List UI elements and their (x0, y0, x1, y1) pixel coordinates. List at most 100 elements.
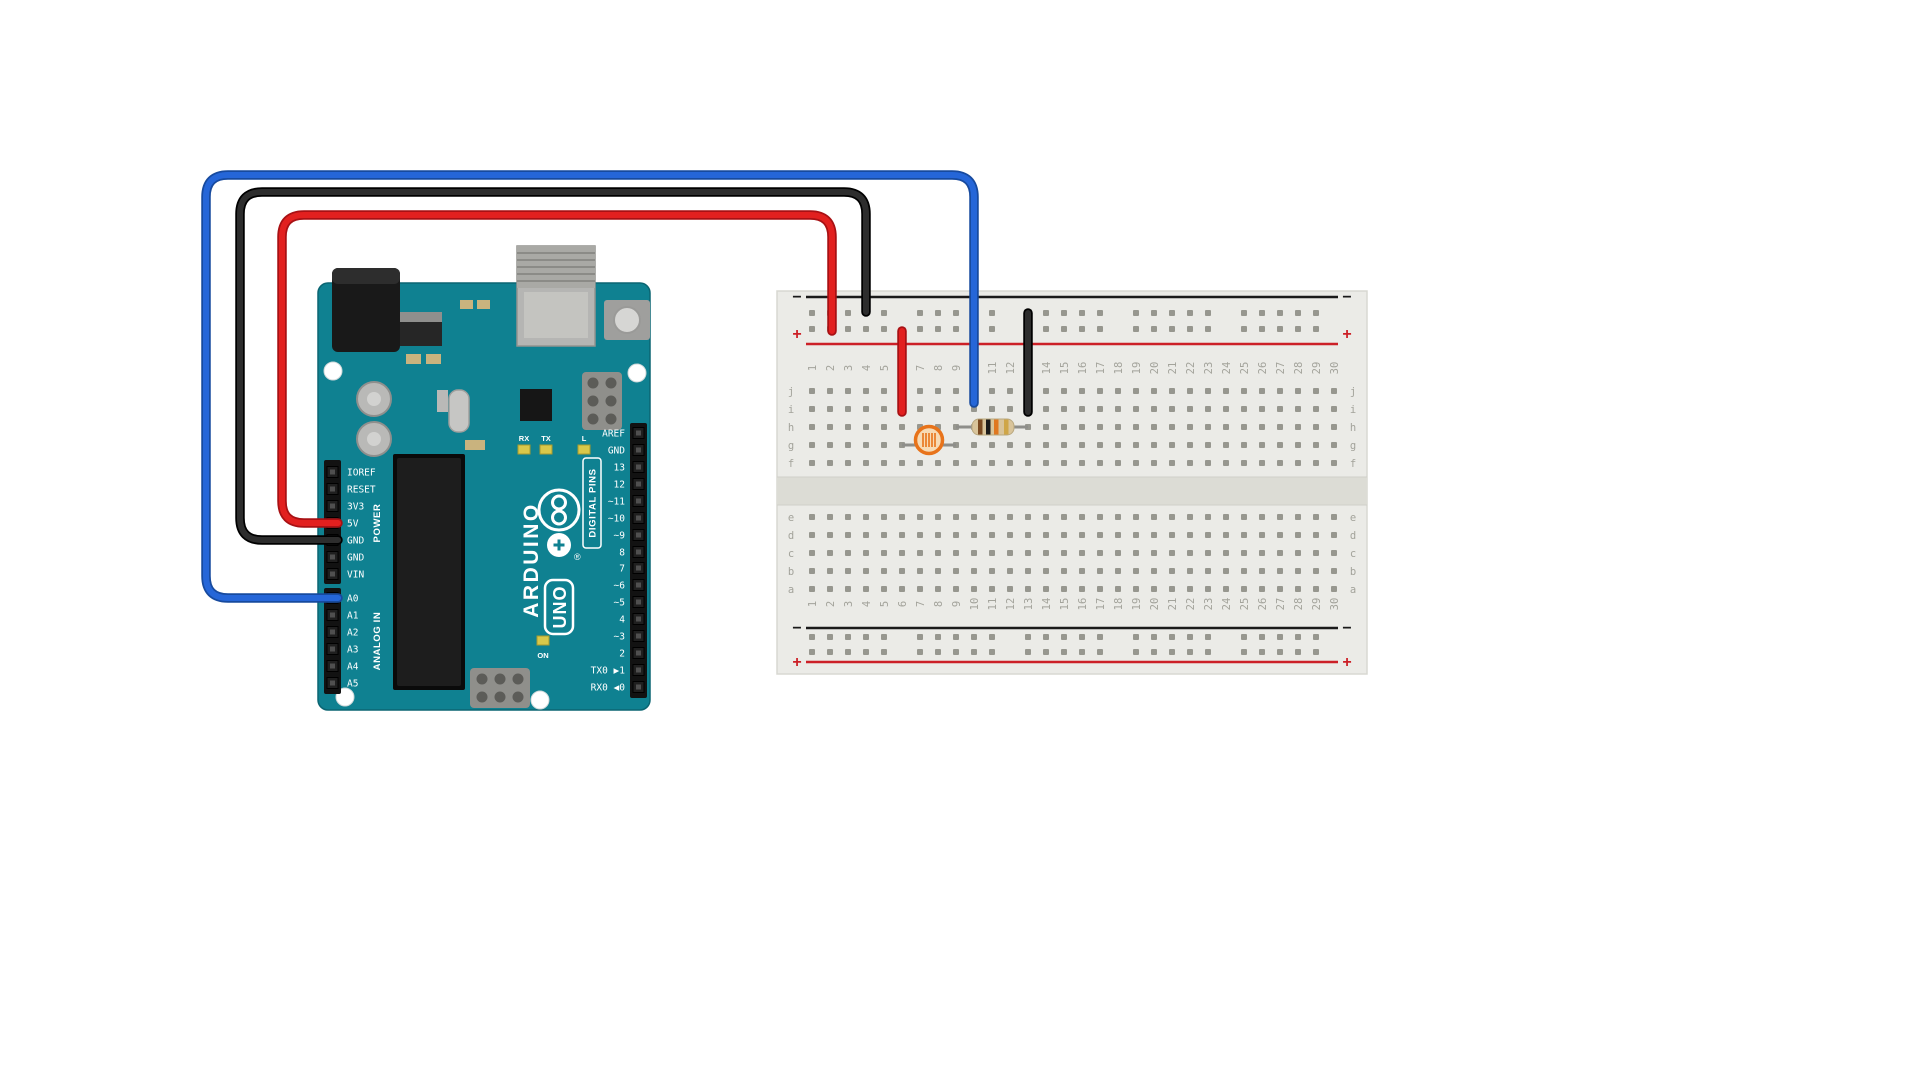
pin-socket-hole (636, 532, 641, 538)
breadboard-hole (1205, 326, 1211, 332)
breadboard-hole (1169, 514, 1175, 520)
arduino-logo: ® (537, 488, 581, 562)
row-letter: e (1350, 512, 1356, 524)
breadboard-hole (827, 586, 833, 592)
tx-led (539, 444, 553, 455)
breadboard-hole (1133, 326, 1139, 332)
breadboard-hole (1025, 586, 1031, 592)
breadboard-hole (1097, 460, 1103, 466)
breadboard-hole (827, 460, 833, 466)
breadboard-hole (827, 649, 833, 655)
column-number: 25 (1239, 598, 1251, 611)
pin-socket-hole (636, 650, 641, 656)
breadboard-hole (809, 326, 815, 332)
breadboard-hole (989, 649, 995, 655)
breadboard-hole (899, 460, 905, 466)
breadboard-hole (1223, 442, 1229, 448)
column-number: 2 (825, 601, 837, 607)
breadboard-hole (845, 568, 851, 574)
breadboard-hole (1331, 424, 1337, 430)
brand-arduino: ARDUINO (520, 502, 543, 618)
rx-led-label: RX (519, 434, 529, 443)
breadboard-hole (1115, 586, 1121, 592)
breadboard-hole (917, 310, 923, 316)
breadboard-hole (1313, 649, 1319, 655)
column-number: 5 (879, 365, 891, 371)
resistor (956, 418, 1028, 436)
breadboard-hole (1061, 568, 1067, 574)
breadboard-hole (1259, 442, 1265, 448)
breadboard-hole (1133, 460, 1139, 466)
breadboard-hole (935, 568, 941, 574)
breadboard-hole (863, 388, 869, 394)
breadboard-hole (1187, 460, 1193, 466)
icsp-header-top (582, 372, 622, 430)
breadboard-hole (1277, 532, 1283, 538)
breadboard-hole (1169, 460, 1175, 466)
breadboard-hole (989, 406, 995, 412)
breadboard-hole (1043, 442, 1049, 448)
column-number: 20 (1149, 362, 1161, 375)
breadboard-hole (1313, 568, 1319, 574)
column-number: 24 (1221, 362, 1233, 375)
breadboard-hole (809, 532, 815, 538)
breadboard-hole (1151, 460, 1157, 466)
breadboard-hole (1187, 649, 1193, 655)
breadboard-hole (1151, 586, 1157, 592)
breadboard-hole (917, 406, 923, 412)
breadboard-hole (1169, 586, 1175, 592)
breadboard-hole (809, 514, 815, 520)
breadboard-hole (917, 550, 923, 556)
breadboard-hole (863, 406, 869, 412)
breadboard-hole (1079, 532, 1085, 538)
column-number: 8 (933, 601, 945, 607)
column-number: 5 (879, 601, 891, 607)
breadboard-hole (917, 532, 923, 538)
pin-label: A4 (347, 662, 359, 673)
breadboard-hole (1169, 442, 1175, 448)
row-letter: e (788, 512, 794, 524)
breadboard-hole (845, 649, 851, 655)
breadboard-center-groove (777, 477, 1367, 505)
breadboard-hole (1331, 586, 1337, 592)
column-number: 12 (1005, 362, 1017, 375)
breadboard-hole (1007, 406, 1013, 412)
breadboard-hole (1115, 424, 1121, 430)
analog-group-label: ANALOG IN (372, 612, 383, 671)
breadboard-hole (953, 460, 959, 466)
breadboard-hole (953, 514, 959, 520)
breadboard-hole (971, 460, 977, 466)
pin-label: 5V (347, 519, 359, 530)
breadboard-hole (809, 634, 815, 640)
breadboard-hole (881, 568, 887, 574)
row-letter: f (1350, 458, 1356, 470)
breadboard-hole (989, 326, 995, 332)
breadboard-hole (1241, 532, 1247, 538)
breadboard-hole (1061, 550, 1067, 556)
breadboard-hole (1169, 634, 1175, 640)
breadboard-hole (1187, 442, 1193, 448)
breadboard-hole (989, 514, 995, 520)
breadboard-hole (989, 460, 995, 466)
breadboard-hole (881, 649, 887, 655)
breadboard-hole (1223, 586, 1229, 592)
breadboard-hole (1223, 460, 1229, 466)
pin-socket-hole (330, 571, 335, 577)
pin-socket-hole (636, 684, 641, 690)
on-led (536, 635, 550, 646)
column-number: 19 (1131, 362, 1143, 375)
breadboard-hole (1079, 442, 1085, 448)
row-letter: c (1350, 548, 1356, 560)
breadboard-hole (1295, 424, 1301, 430)
breadboard-hole (1097, 388, 1103, 394)
breadboard-hole (1313, 550, 1319, 556)
column-number: 17 (1095, 598, 1107, 611)
breadboard-hole (1097, 649, 1103, 655)
breadboard-hole (1241, 424, 1247, 430)
breadboard-hole (845, 514, 851, 520)
tx-led-label: TX (541, 434, 551, 443)
breadboard-hole (863, 649, 869, 655)
breadboard-hole (809, 406, 815, 412)
breadboard-hole (1079, 514, 1085, 520)
breadboard-hole (1223, 388, 1229, 394)
